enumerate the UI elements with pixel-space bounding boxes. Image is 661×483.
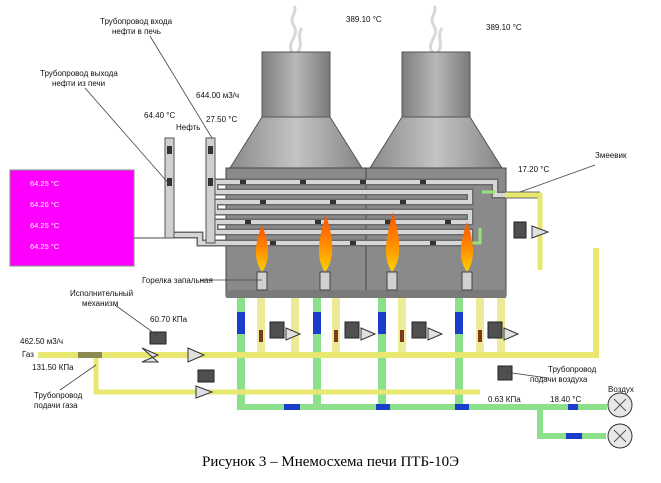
burner-flames bbox=[255, 212, 474, 291]
panel-temp-3: 64.25 °C bbox=[30, 221, 60, 230]
stack-temp-2: 389.10 °C bbox=[486, 23, 522, 32]
gas-pressure-value: 131.50 КПа bbox=[32, 363, 74, 372]
inlet-pipe-label-1: Трубопровод входа bbox=[100, 17, 173, 26]
burner-block-right bbox=[366, 290, 506, 298]
pilot-burner-label: Горелка запальная bbox=[142, 276, 213, 285]
coil-label: Змеевик bbox=[595, 151, 627, 160]
actuator-pressure-value: 60.70 КПа bbox=[150, 315, 188, 324]
smoke-plume bbox=[289, 5, 444, 53]
furnace-mnemonic-diagram: 64.25 °C 64.26 °C 64.25 °C 64.25 °C Труб… bbox=[9, 5, 634, 449]
chimney-right bbox=[369, 51, 503, 169]
outlet-pipe-label-2: нефти из печи bbox=[52, 79, 105, 88]
oil-flow-value: 644.00 м3/ч bbox=[196, 91, 239, 100]
gas-pipe-label-2: подачи газа bbox=[34, 401, 78, 410]
figure-caption: Рисунок 3 – Мнемосхема печи ПТБ-10Э bbox=[202, 454, 459, 470]
air-pipe-label-1: Трубопровод bbox=[548, 365, 597, 374]
actuator-label-2: механизм bbox=[82, 299, 118, 308]
oil-in-temp-value: 27.50 °C bbox=[206, 115, 237, 124]
oil-out-temp-value: 64.40 °C bbox=[144, 111, 175, 120]
oil-pipes bbox=[164, 137, 216, 244]
air-label: Воздух bbox=[608, 385, 634, 394]
gas-supply-line bbox=[38, 248, 599, 399]
outlet-pipe-label-1: Трубопровод выхода bbox=[40, 69, 118, 78]
panel-temp-1: 64.25 °C bbox=[30, 179, 60, 188]
air-temp-value: 18.40 °C bbox=[550, 395, 581, 404]
inlet-pipe-label-2: нефти в печь bbox=[112, 27, 161, 36]
coil-outlet-pipe bbox=[505, 192, 550, 270]
actuator-label-1: Исполнительный bbox=[70, 289, 133, 298]
coil-temp-value: 17.20 °C bbox=[518, 165, 549, 174]
panel-temp-2: 64.26 °C bbox=[30, 200, 60, 209]
oil-label: Нефть bbox=[176, 123, 200, 132]
stack-temp-1: 389.10 °C bbox=[346, 15, 382, 24]
air-pipe-label-2: подачи воздуха bbox=[530, 375, 588, 384]
chimney-left bbox=[229, 51, 363, 169]
air-pressure-value: 0.63 КПа bbox=[488, 395, 521, 404]
leader-lines bbox=[59, 35, 596, 391]
burner-block-left bbox=[226, 290, 366, 298]
gas-label: Газ bbox=[22, 350, 34, 359]
temperature-panel: 64.25 °C 64.26 °C 64.25 °C 64.25 °C bbox=[9, 169, 165, 267]
gas-flow-value: 462.50 м3/ч bbox=[20, 337, 63, 346]
gas-pipe-label-1: Трубопровод bbox=[34, 391, 83, 400]
coil-tubes bbox=[170, 178, 540, 247]
air-supply-line bbox=[237, 392, 633, 449]
panel-temp-4: 64.25 °C bbox=[30, 242, 60, 251]
